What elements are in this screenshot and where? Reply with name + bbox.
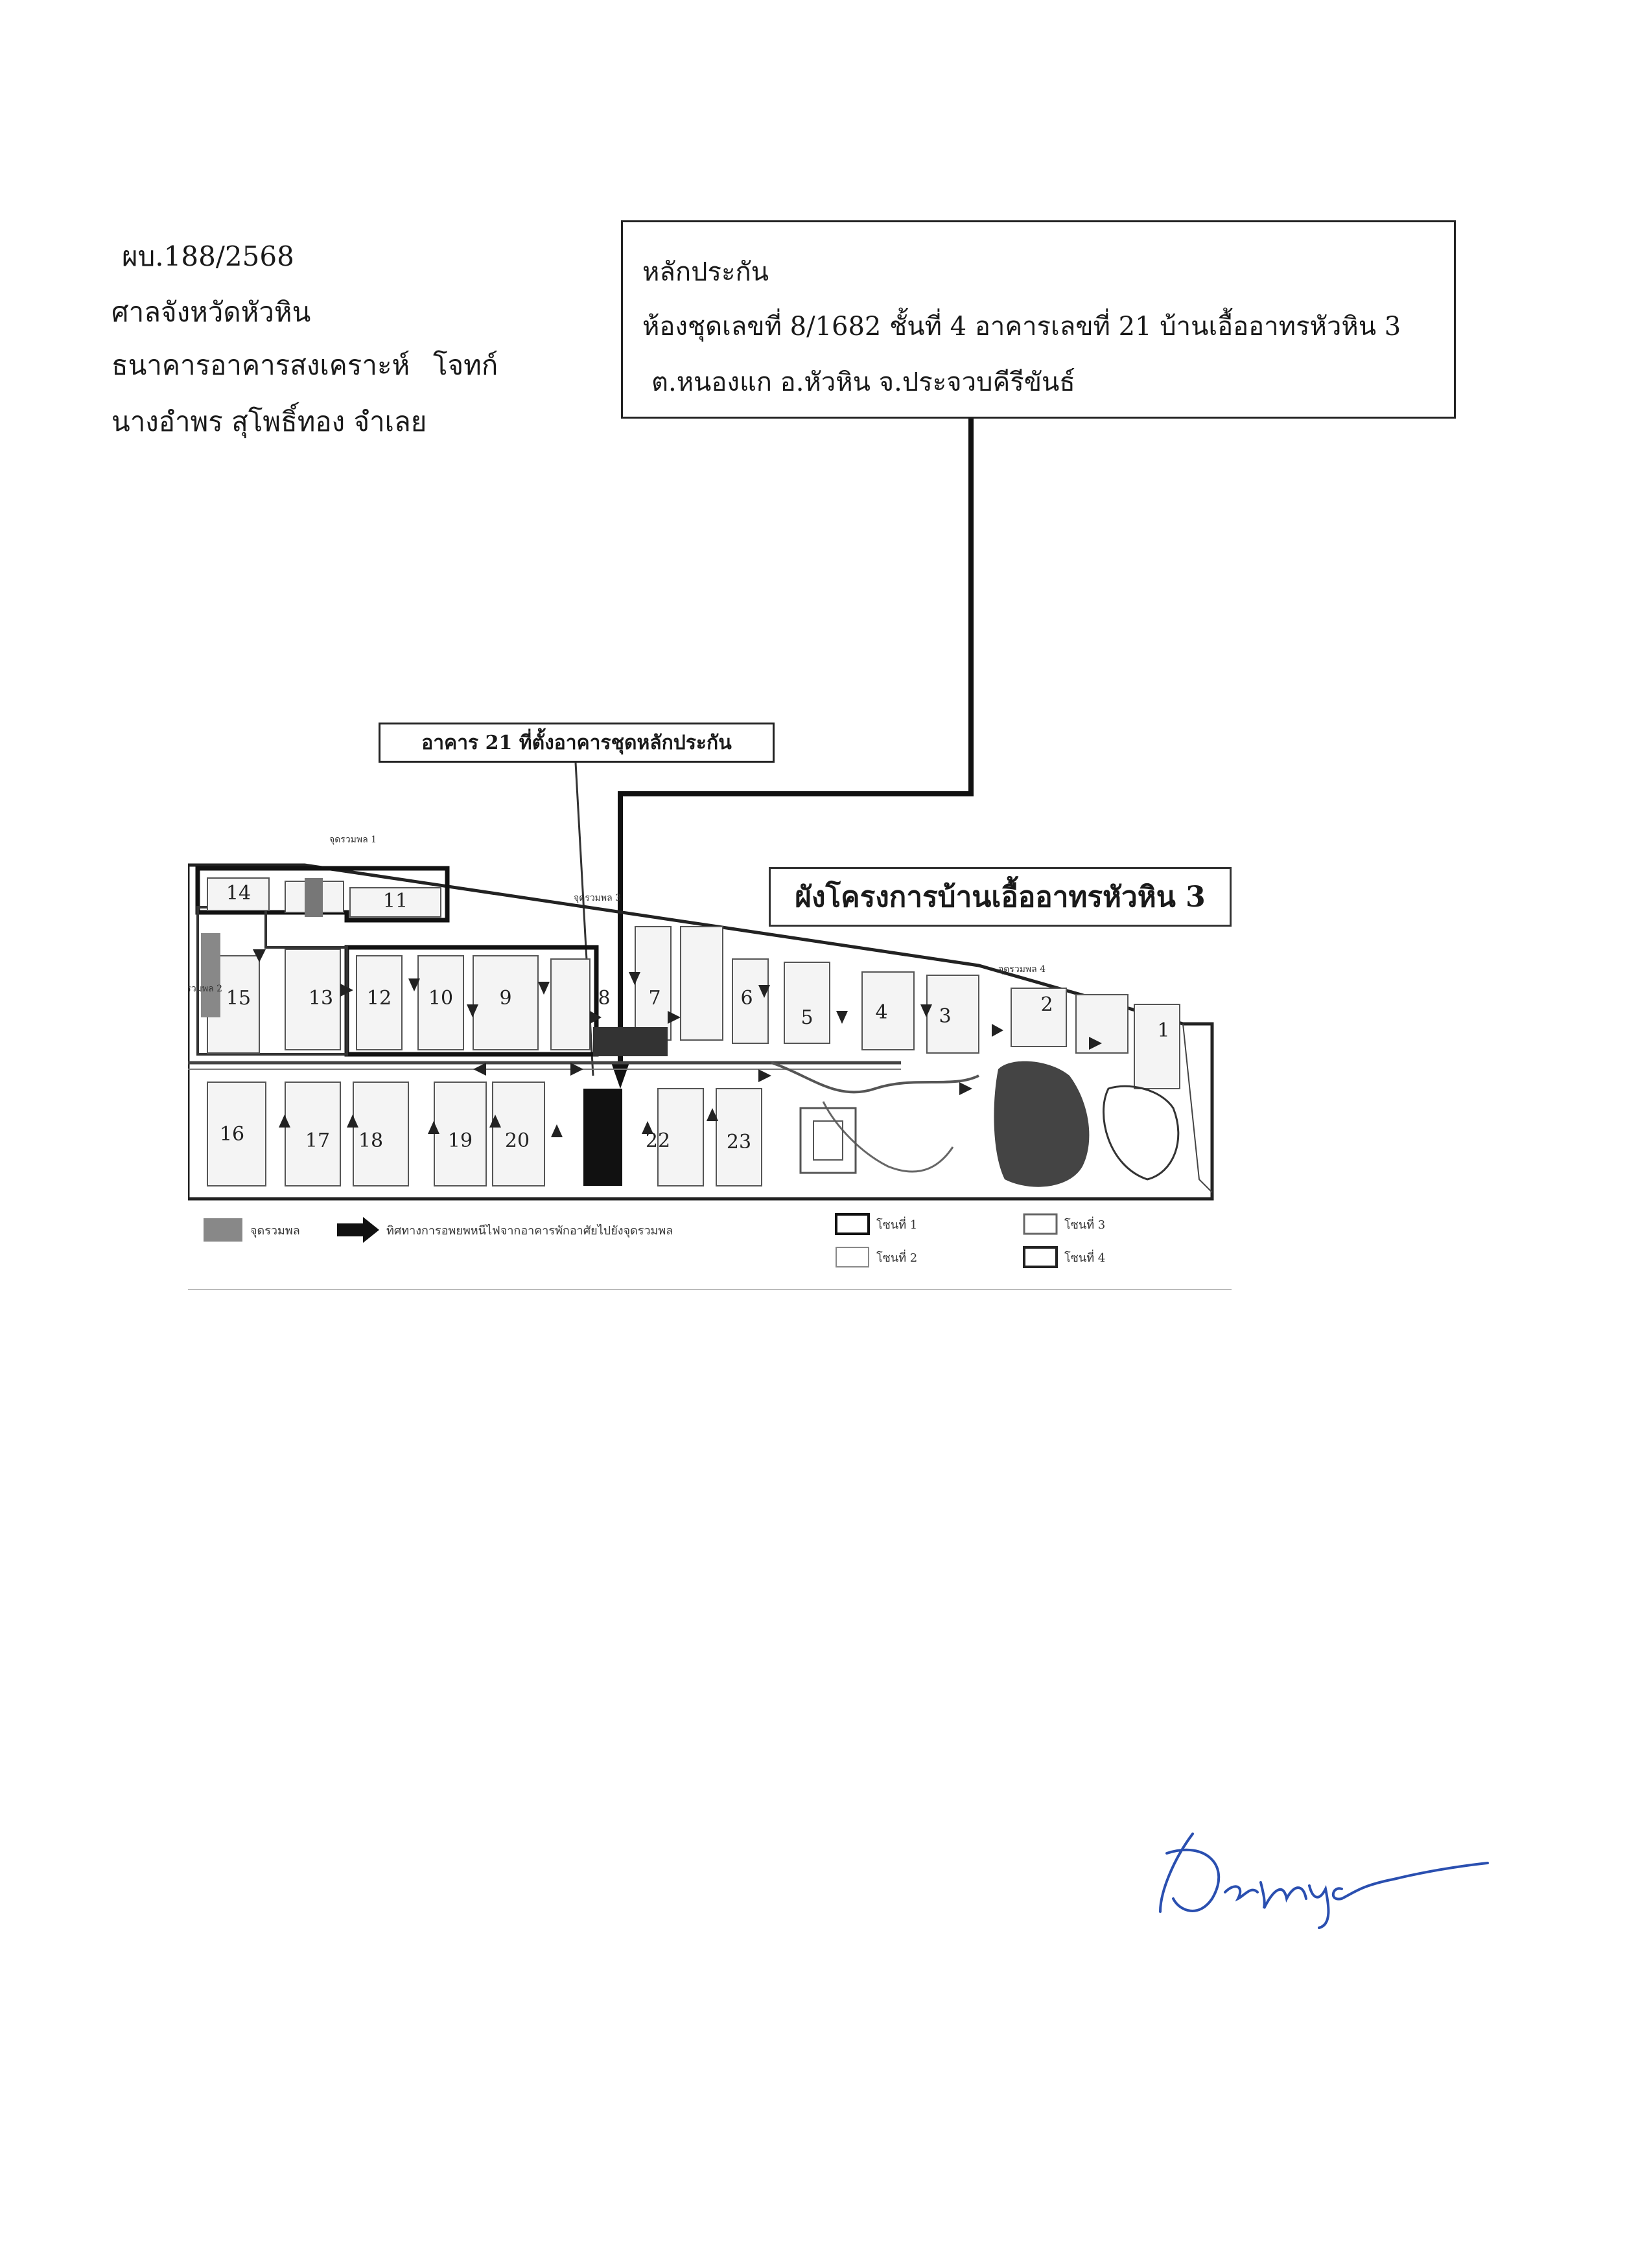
collateral-title: หลักประกัน bbox=[642, 257, 769, 287]
bldg-label-18: 18 bbox=[358, 1129, 383, 1152]
site-plan: 14 11 15 13 12 10 9 8 7 6 5 4 3 2 1 16 1… bbox=[188, 835, 1232, 1290]
legend-zone2-label: โซนที่ 2 bbox=[876, 1249, 917, 1265]
collateral-box: หลักประกัน ห้องชุดเลขที่ 8/1682 ชั้นที่ … bbox=[621, 220, 1456, 419]
bldg-label-16: 16 bbox=[220, 1123, 244, 1146]
plan-legend: จุดรวมพล ทิศทางการอพยพหนีไฟจากอาคารพักอา… bbox=[204, 1213, 1105, 1268]
site-boundary bbox=[188, 863, 1214, 1201]
bldg-label-12: 12 bbox=[367, 987, 392, 1010]
buildings-row2 bbox=[207, 1082, 762, 1186]
building-8-shade bbox=[593, 1027, 668, 1056]
legend-zone1-label: โซนที่ 1 bbox=[876, 1216, 917, 1232]
assembly-label-2: จุดรวมพล 2 bbox=[188, 984, 222, 994]
assembly-label-3: จุดรวมพล 3 bbox=[574, 893, 621, 903]
assembly-area-2 bbox=[201, 933, 220, 1017]
building-21-highlight bbox=[583, 1089, 622, 1186]
legend-assembly-label: จุดรวมพล bbox=[250, 1224, 300, 1238]
case-number: ผบ.188/2568 bbox=[122, 240, 294, 272]
assembly-label-1: จุดรวมพล 1 bbox=[329, 835, 377, 845]
bldg-label-14: 14 bbox=[226, 882, 251, 905]
bldg-label-5: 5 bbox=[801, 1006, 813, 1029]
bldg-label-20: 20 bbox=[505, 1129, 530, 1152]
bldg-label-13: 13 bbox=[309, 987, 333, 1010]
collateral-line2: ต.หนองแก อ.หัวหิน จ.ประจวบคีรีขันธ์ bbox=[651, 367, 1075, 397]
legend-zone1-swatch bbox=[835, 1213, 870, 1235]
building-21-callout: อาคาร 21 ที่ตั้งอาคารชุดหลักประกัน bbox=[379, 723, 775, 763]
bldg-label-15: 15 bbox=[226, 987, 251, 1010]
buildings-row1 bbox=[207, 877, 1180, 1089]
legend-evac-label: ทิศทางการอพยพหนีไฟจากอาคารพักอาศัยไปยังจ… bbox=[386, 1223, 673, 1238]
legend-assembly-swatch bbox=[204, 1218, 242, 1242]
bldg-label-7: 7 bbox=[648, 987, 661, 1010]
evac-arrows bbox=[253, 949, 1102, 1137]
legend-zone3-swatch bbox=[1023, 1213, 1058, 1235]
collateral-pointer-line bbox=[618, 419, 974, 1069]
plan-title: ผังโครงการบ้านเอื้ออาทรหัวหิน 3 bbox=[769, 867, 1232, 927]
bldg-label-10: 10 bbox=[428, 987, 453, 1010]
collateral-line1: ห้องชุดเลขที่ 8/1682 ชั้นที่ 4 อาคารเลขท… bbox=[642, 312, 1401, 341]
bldg-label-22: 22 bbox=[646, 1129, 670, 1152]
signature bbox=[1159, 1833, 1489, 1929]
bldg-label-2: 2 bbox=[1040, 993, 1053, 1016]
legend-zone4-label: โซนที่ 4 bbox=[1064, 1249, 1105, 1265]
legend-zone2-swatch bbox=[836, 1247, 869, 1267]
bldg-label-8: 8 bbox=[598, 987, 610, 1010]
bldg-label-3: 3 bbox=[939, 1005, 951, 1028]
bldg-label-6: 6 bbox=[740, 987, 753, 1010]
plaintiff-role: โจทก์ bbox=[433, 349, 498, 381]
assembly-area-4 bbox=[994, 1061, 1090, 1187]
bldg-label-9: 9 bbox=[499, 987, 511, 1010]
bldg-label-17: 17 bbox=[305, 1129, 330, 1152]
bldg-label-23: 23 bbox=[727, 1131, 751, 1153]
bldg-label-19: 19 bbox=[448, 1129, 473, 1152]
legend-zone3-label: โซนที่ 3 bbox=[1064, 1216, 1105, 1232]
defendant-name: นางอำพร สุโพธิ์ทอง จำเลย bbox=[111, 406, 427, 437]
assembly-area-1 bbox=[305, 878, 323, 917]
bldg-label-11: 11 bbox=[383, 890, 408, 912]
building-numbers: 14 11 15 13 12 10 9 8 7 6 5 4 3 2 1 16 1… bbox=[220, 882, 1170, 1153]
legend-arrow-icon bbox=[337, 1217, 379, 1243]
bldg-label-1: 1 bbox=[1157, 1019, 1169, 1042]
bldg-label-4: 4 bbox=[875, 1001, 887, 1024]
legend-zone4-swatch bbox=[1023, 1246, 1058, 1268]
assembly-label-4: จุดรวมพล 4 bbox=[998, 964, 1046, 975]
plaintiff-name: ธนาคารอาคารสงเคราะห์ bbox=[111, 349, 410, 381]
court-name: ศาลจังหวัดหัวหิน bbox=[111, 296, 311, 328]
